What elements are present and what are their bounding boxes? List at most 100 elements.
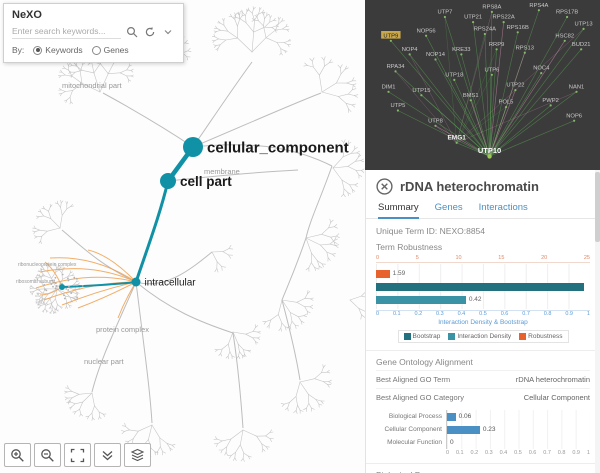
radio-keywords[interactable]: Keywords: [33, 45, 83, 55]
close-button[interactable]: [376, 178, 393, 195]
gene-node-label[interactable]: NOC4: [533, 66, 550, 72]
gene-node-label[interactable]: UTP7: [437, 10, 452, 16]
gene-node-dot[interactable]: [549, 104, 552, 107]
gene-node-label[interactable]: RPS16B: [507, 25, 529, 31]
gene-node-label[interactable]: BMS1: [463, 93, 479, 99]
gene-node-label[interactable]: RPA34: [387, 64, 406, 70]
term-minor-label[interactable]: ribosomal subunit: [16, 279, 56, 285]
term-node-label[interactable]: intracellular: [145, 278, 197, 289]
gene-node-label[interactable]: NOP6: [566, 113, 582, 119]
term-minor-label[interactable]: nuclear part: [84, 357, 125, 366]
term-minor-label[interactable]: ribonucleoprotein complex: [18, 262, 77, 268]
term-node[interactable]: [160, 173, 176, 189]
gene-node-label[interactable]: UTP8: [428, 118, 443, 124]
panel-collapse-button[interactable]: [161, 25, 175, 39]
fit-view-button[interactable]: [64, 443, 91, 467]
gene-node-label[interactable]: UTP9: [383, 33, 398, 39]
gene-node-dot[interactable]: [396, 109, 399, 112]
reset-button[interactable]: [143, 25, 157, 39]
gene-node-dot[interactable]: [460, 53, 463, 56]
gene-node-dot[interactable]: [563, 39, 566, 42]
radio-genes[interactable]: Genes: [91, 45, 129, 55]
gene-node-label[interactable]: UTP15: [412, 88, 430, 94]
gene-node-label[interactable]: RPS8A: [482, 5, 501, 11]
gene-node-dot[interactable]: [483, 32, 486, 36]
gene-node-dot[interactable]: [487, 154, 492, 159]
gene-node-label[interactable]: KRE33: [452, 47, 470, 53]
gene-node-dot[interactable]: [453, 78, 456, 81]
gene-node-dot[interactable]: [389, 39, 392, 42]
gene-node-dot[interactable]: [523, 51, 526, 54]
gene-node-label[interactable]: RPS4A: [529, 3, 548, 9]
gene-node-dot[interactable]: [490, 73, 493, 76]
gene-node-label[interactable]: EMG1: [447, 134, 466, 141]
term-minor-label[interactable]: membrane: [204, 167, 240, 176]
tab-interactions[interactable]: Interactions: [478, 202, 528, 213]
gene-node-label[interactable]: RPS13: [516, 45, 534, 51]
gene-node-dot[interactable]: [387, 90, 390, 93]
gene-node-dot[interactable]: [573, 119, 576, 122]
gene-node-label[interactable]: NAN1: [569, 84, 584, 90]
details-scrollbar[interactable]: [595, 170, 600, 473]
gene-node-dot[interactable]: [566, 15, 569, 19]
gene-node-label[interactable]: POL5: [499, 100, 514, 106]
gene-node-label[interactable]: HSC82: [555, 33, 574, 39]
term-minor-label[interactable]: protein complex: [96, 325, 149, 334]
gene-node-label[interactable]: RPS17B: [556, 10, 578, 16]
gene-node-dot[interactable]: [537, 9, 540, 12]
scrollbar-thumb[interactable]: [595, 172, 600, 242]
gene-node-dot[interactable]: [425, 34, 428, 37]
gene-node-dot[interactable]: [516, 31, 519, 34]
tab-summary[interactable]: Summary: [378, 202, 419, 219]
gene-node-label[interactable]: UTP6: [484, 67, 499, 73]
gene-node-label[interactable]: UTP10: [478, 146, 501, 155]
gene-node-label[interactable]: RRP9: [489, 42, 504, 48]
gene-node-label[interactable]: DIM1: [382, 84, 396, 90]
gene-node-dot[interactable]: [580, 48, 583, 51]
layers-button[interactable]: [124, 443, 151, 467]
gene-node-dot[interactable]: [502, 21, 505, 24]
gene-node-label[interactable]: RPS24A: [474, 27, 496, 33]
term-minor-label[interactable]: mitochondrial part: [62, 81, 123, 90]
gene-node-label[interactable]: NOP56: [417, 28, 436, 34]
gene-node-label[interactable]: UTP22: [506, 83, 524, 89]
gene-node-dot[interactable]: [443, 15, 446, 19]
gene-node-dot[interactable]: [420, 94, 423, 97]
gene-node-label[interactable]: NOP4: [402, 47, 419, 53]
term-node[interactable]: [183, 137, 203, 157]
gene-node-dot[interactable]: [434, 58, 437, 61]
gene-node-label[interactable]: BUD21: [572, 42, 591, 48]
gene-node-dot[interactable]: [455, 141, 458, 144]
search-input[interactable]: [12, 24, 121, 39]
term-node[interactable]: [131, 277, 141, 287]
gene-node-dot[interactable]: [469, 99, 472, 102]
zoom-in-button[interactable]: [4, 443, 31, 467]
gene-node-dot[interactable]: [495, 48, 498, 51]
gene-node-dot[interactable]: [514, 89, 517, 92]
gene-node-dot[interactable]: [504, 106, 508, 109]
tab-genes[interactable]: Genes: [434, 202, 463, 213]
gene-node-dot[interactable]: [582, 27, 585, 30]
collapse-all-button[interactable]: [94, 443, 121, 467]
gene-node-dot[interactable]: [394, 70, 397, 73]
zoom-out-button[interactable]: [34, 443, 61, 467]
gene-node-label[interactable]: NOP14: [426, 52, 446, 58]
gene-node-label[interactable]: PWP2: [542, 98, 558, 104]
gene-node-label[interactable]: RPS22A: [493, 15, 515, 21]
gene-node-label[interactable]: UTP21: [464, 15, 482, 21]
gene-node-dot[interactable]: [408, 53, 411, 56]
gene-node-label[interactable]: UTP18: [445, 73, 463, 79]
gene-node-dot[interactable]: [472, 21, 475, 24]
gene-node-dot[interactable]: [490, 10, 493, 13]
gene-node-dot[interactable]: [540, 72, 543, 75]
term-node-label[interactable]: cellular_component: [207, 139, 349, 156]
radio-genes-control[interactable]: [91, 45, 101, 55]
term-node-label[interactable]: cell part: [180, 174, 232, 189]
gene-node-dot[interactable]: [575, 90, 578, 93]
radio-keywords-control[interactable]: [33, 45, 43, 55]
gene-node-label[interactable]: UTP13: [575, 22, 593, 28]
search-button[interactable]: [125, 25, 139, 39]
